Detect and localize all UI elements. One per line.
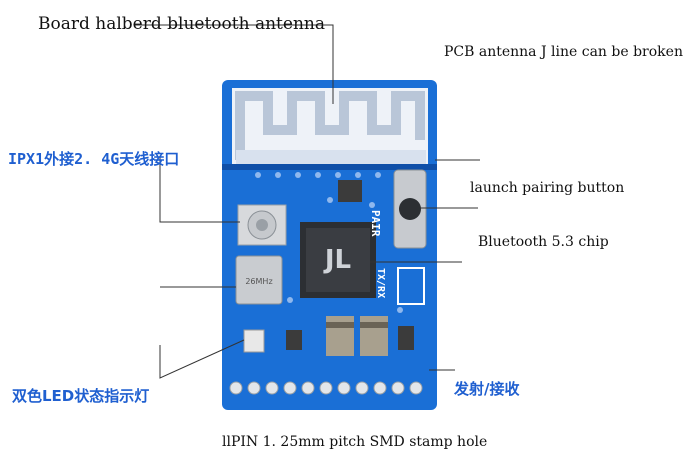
jl-logo-icon: JL	[323, 245, 351, 275]
ipx-connector-label: IPX1外接2. 4G天线接口	[8, 150, 180, 168]
tx-rx-label: 发射/接收	[454, 380, 520, 398]
txrx-pads	[397, 267, 425, 305]
vias	[255, 172, 403, 313]
antenna-title-label: Board halberd bluetooth antenna	[38, 14, 325, 34]
bluetooth-chip-label: Bluetooth 5.3 chip	[478, 234, 609, 250]
antenna-trace	[235, 91, 425, 160]
pcb-antenna-note-label: PCB antenna J line can be broken	[444, 44, 683, 60]
pair-button	[393, 169, 427, 249]
crystal-marking: 26MHz	[245, 277, 272, 286]
passive-components	[286, 316, 414, 356]
ipx-connector	[237, 204, 287, 246]
board-edge	[222, 164, 437, 170]
stamp-holes	[229, 381, 423, 395]
antenna-feed	[236, 150, 426, 164]
crystal: 26MHz	[235, 255, 283, 305]
pairing-button-label: launch pairing button	[470, 180, 625, 196]
stamp-hole-label: llPIN 1. 25mm pitch SMD stamp hole	[222, 434, 488, 450]
capacitor-top	[338, 180, 362, 202]
led-indicator-label: 双色LED状态指示灯	[12, 387, 150, 405]
status-led	[243, 329, 265, 353]
txrx-silkscreen: TX/RX	[375, 268, 386, 298]
bluetooth-chip: JL	[300, 222, 376, 298]
callout-lines	[135, 24, 480, 379]
pair-silkscreen: PAIR	[369, 210, 382, 237]
